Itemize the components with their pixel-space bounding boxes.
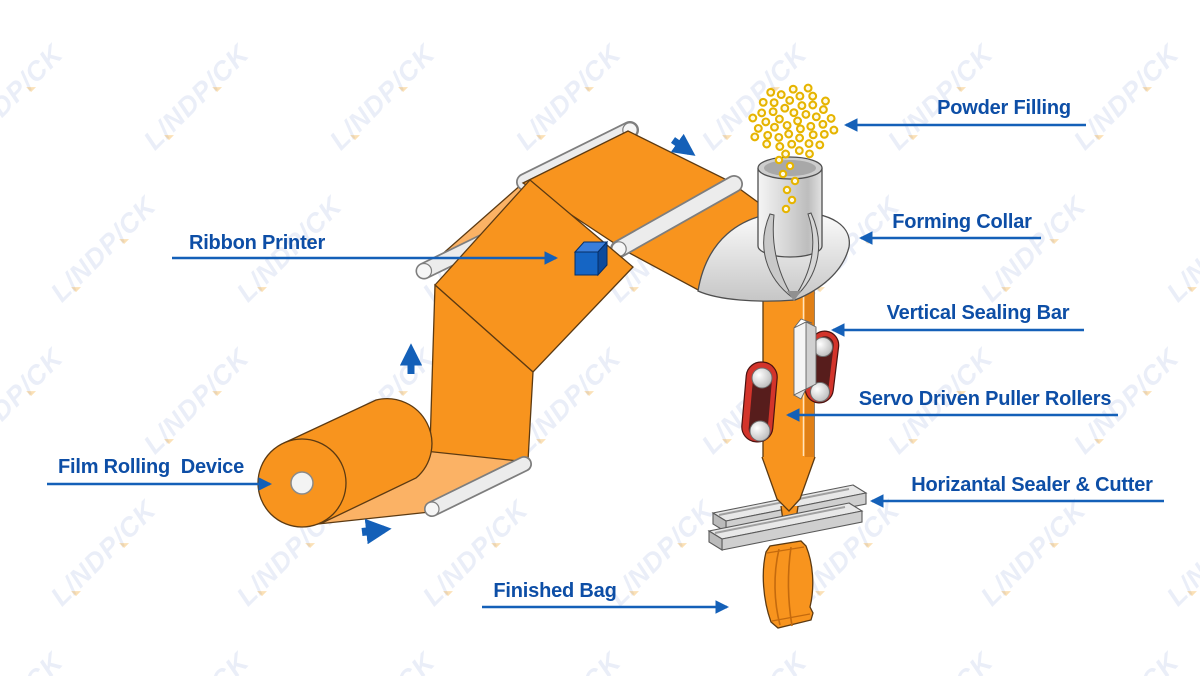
label-film-rolling-device: Film Rolling Device xyxy=(57,456,245,478)
arrow-film-feed-icon xyxy=(361,518,392,545)
film-roll-core xyxy=(290,471,314,495)
label-horizontal-sealer: Horizantal Sealer & Cutter xyxy=(911,474,1153,496)
vertical-sealing-bar xyxy=(793,318,817,400)
label-finished-bag: Finished Bag xyxy=(493,580,617,602)
label-forming-collar: Forming Collar xyxy=(892,211,1032,233)
label-ribbon-printer: Ribbon Printer xyxy=(188,232,326,254)
label-leader-lines xyxy=(47,118,1164,614)
label-powder-filling: Powder Filling xyxy=(937,97,1071,119)
label-vertical-sealing-bar: Vertical Sealing Bar xyxy=(886,302,1070,324)
finished-bag xyxy=(762,540,814,629)
sealer-jaw-front xyxy=(707,502,864,551)
forming-collar xyxy=(697,156,850,302)
powder-particles xyxy=(748,83,839,214)
label-servo-rollers: Servo Driven Puller Rollers xyxy=(858,388,1112,410)
puller-roller-left xyxy=(741,361,778,443)
process-arrows xyxy=(361,133,696,545)
film-roll xyxy=(257,398,433,528)
arrow-film-down-icon xyxy=(670,133,696,156)
guide-roller-bottom xyxy=(424,456,532,517)
ribbon-printer-cube xyxy=(573,240,609,277)
guide-roller-long xyxy=(610,175,743,258)
